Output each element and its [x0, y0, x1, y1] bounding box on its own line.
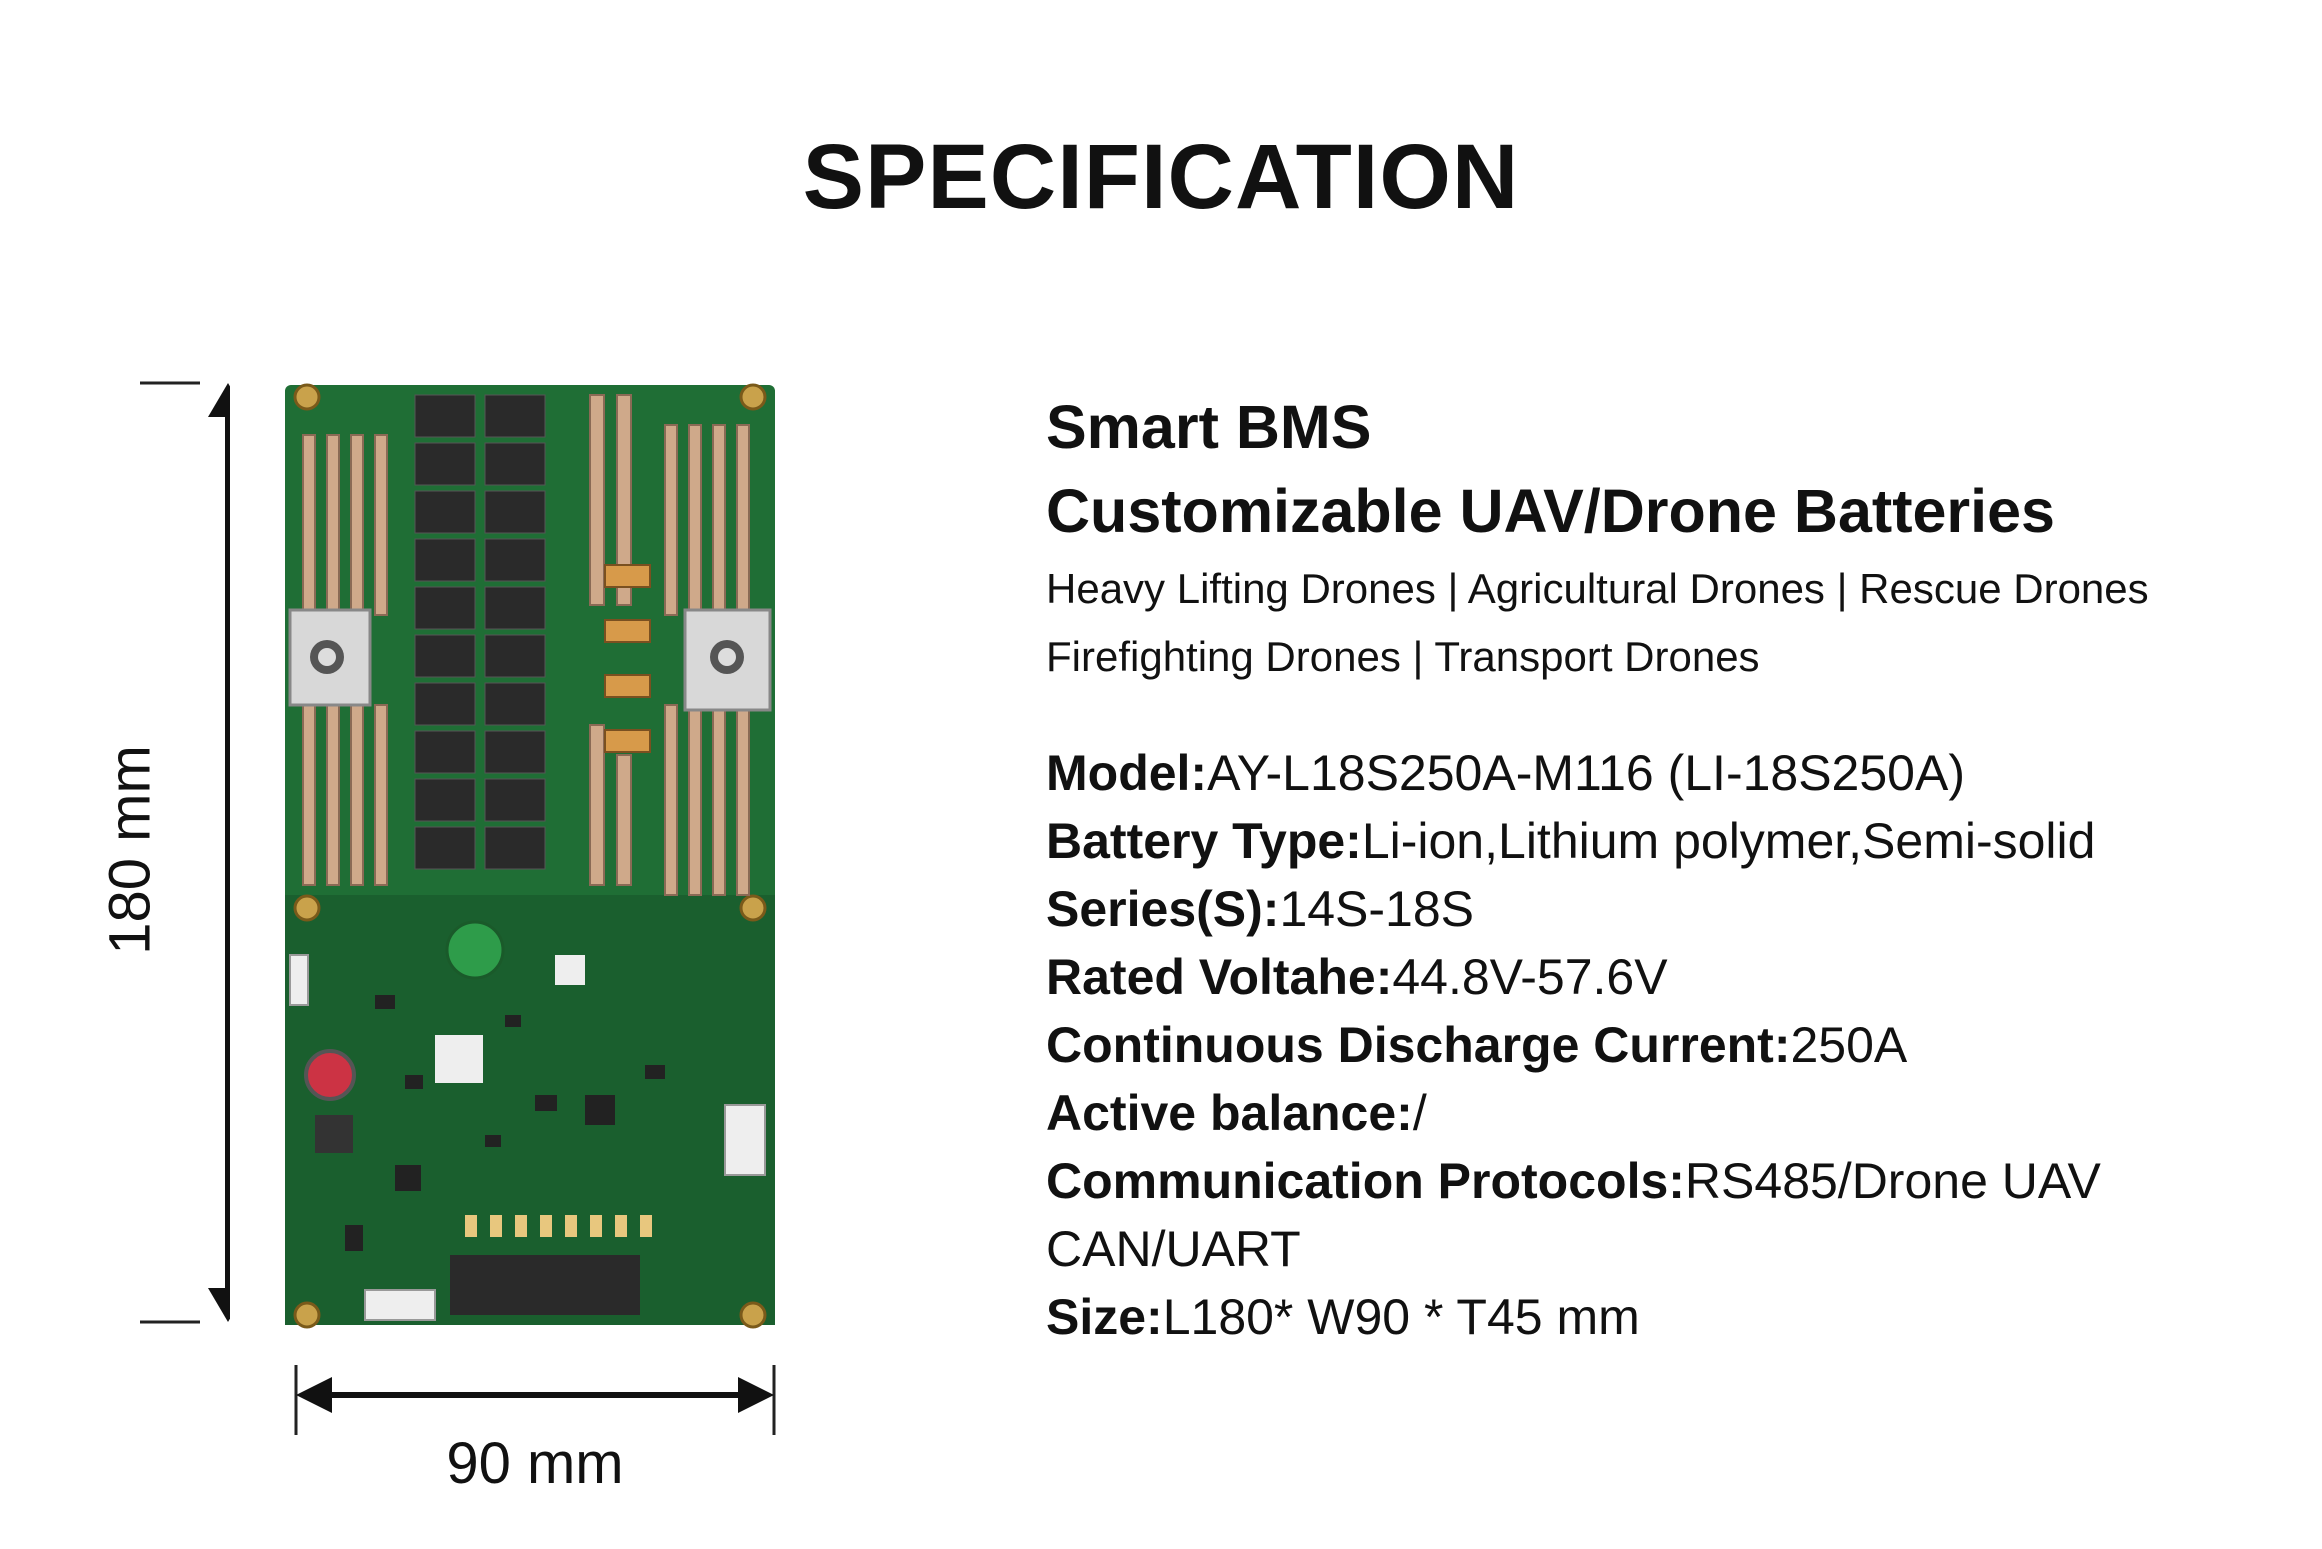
spec-value: Li-ion,Lithium polymer,Semi-solid [1361, 813, 2096, 869]
spec-value: L180* W90 * T45 mm [1162, 1289, 1640, 1345]
spec-row-discharge-current: Continuous Discharge Current:250A [1046, 1011, 2286, 1079]
spec-label: Rated Voltahe: [1046, 949, 1393, 1005]
spec-label: Communication Protocols: [1046, 1153, 1685, 1209]
spec-row-size: Size:L180* W90 * T45 mm [1046, 1283, 2286, 1351]
width-dimension-arrow [294, 1365, 776, 1435]
spec-value: 14S-18S [1279, 881, 1475, 937]
applications-line: Heavy Lifting Drones | Agricultural Dron… [1046, 565, 2149, 612]
spec-label: Series(S): [1046, 881, 1280, 937]
spec-label: Size: [1046, 1289, 1163, 1345]
spec-row-series: Series(S):14S-18S [1046, 875, 2286, 943]
spec-value: 250A [1790, 1017, 1908, 1073]
spec-value: / [1412, 1085, 1427, 1141]
page-title: SPECIFICATION [802, 126, 1520, 228]
height-dimension-label: 180 mm [97, 745, 163, 955]
spec-value: 44.8V-57.6V [1392, 949, 1668, 1005]
spec-value: RS485/Drone UAV [1684, 1153, 2101, 1209]
spec-row-rated-voltage: Rated Voltahe:44.8V-57.6V [1046, 943, 2286, 1011]
spec-row-battery-type: Battery Type:Li-ion,Lithium polymer,Semi… [1046, 807, 2286, 875]
height-dimension-arrow [140, 381, 230, 1324]
applications-line: Firefighting Drones | Transport Drones [1046, 633, 1760, 680]
spec-panel: Smart BMS Customizable UAV/Drone Batteri… [1046, 385, 2286, 1351]
spec-label: Active balance: [1046, 1085, 1413, 1141]
spec-label: Battery Type: [1046, 813, 1362, 869]
spec-label: Model: [1046, 745, 1208, 801]
spec-row-protocols: Communication Protocols:RS485/Drone UAV [1046, 1147, 2286, 1215]
product-name: Smart BMS [1046, 393, 1372, 461]
spec-value: AY-L18S250A-M116 (LI-18S250A) [1207, 745, 1965, 801]
spec-row-model: Model:AY-L18S250A-M116 (LI-18S250A) [1046, 739, 2286, 807]
product-subtitle: Customizable UAV/Drone Batteries [1046, 477, 2055, 545]
width-dimension-label: 90 mm [446, 1431, 624, 1496]
spec-row-active-balance: Active balance:/ [1046, 1079, 2286, 1147]
bms-board-image [285, 383, 775, 1329]
spec-label: Continuous Discharge Current: [1046, 1017, 1791, 1073]
spec-row-protocols-cont: CAN/UART [1046, 1215, 2286, 1283]
spec-list: Model:AY-L18S250A-M116 (LI-18S250A) Batt… [1046, 739, 2286, 1351]
spec-value: CAN/UART [1046, 1221, 1301, 1277]
